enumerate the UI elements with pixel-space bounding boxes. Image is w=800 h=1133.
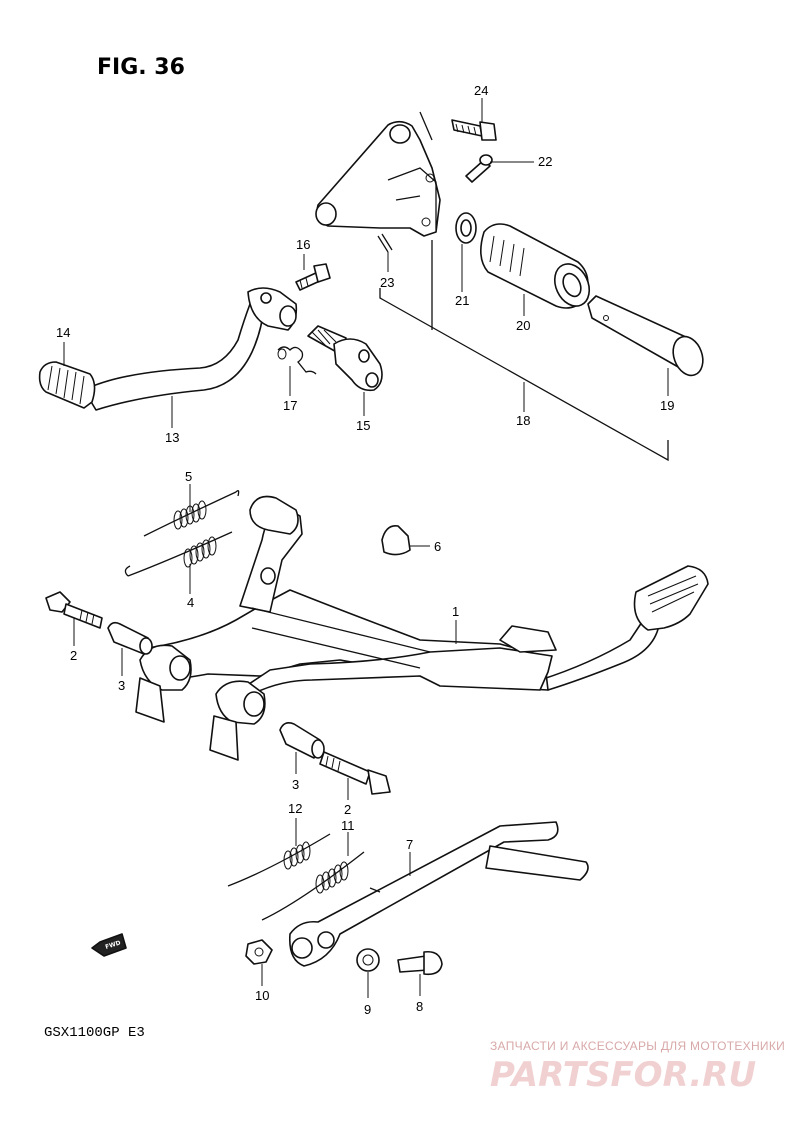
bolt-2-left [45, 591, 103, 629]
fwd-label: FWD [104, 939, 121, 951]
shift-linkage-15 [307, 325, 383, 392]
callout-7: 7 [406, 837, 413, 852]
callout-15: 15 [356, 418, 370, 433]
shift-rubber-14 [38, 361, 96, 409]
figure-title: FIG. 36 [97, 55, 185, 80]
spring-17 [277, 346, 317, 375]
callout-3-left: 3 [118, 678, 125, 693]
callout-2-right: 2 [344, 802, 351, 817]
watermark-brand: PARTSFOR.RU [490, 1055, 756, 1095]
center-stand-1 [135, 495, 709, 761]
collar-3-left [107, 621, 153, 655]
side-stand-7 [288, 821, 589, 967]
footrest-rubber-20 [480, 223, 591, 309]
bolt-2-right [319, 751, 391, 795]
spring-12 [227, 833, 331, 887]
callout-19: 19 [660, 398, 674, 413]
group-line-18 [379, 288, 669, 462]
spring-5 [143, 490, 240, 537]
nut-10 [245, 939, 273, 965]
callout-3-right: 3 [292, 777, 299, 792]
callout-6: 6 [434, 539, 441, 554]
spring-4 [124, 531, 233, 577]
callouts: 24 22 23 21 20 19 18 16 17 15 14 13 5 4 … [56, 83, 674, 1017]
spring-11 [261, 851, 365, 921]
callout-17: 17 [283, 398, 297, 413]
gear-shift-lever-13 [83, 287, 298, 411]
callout-4: 4 [187, 595, 194, 610]
callout-13: 13 [165, 430, 179, 445]
callout-5: 5 [185, 469, 192, 484]
callout-14: 14 [56, 325, 70, 340]
callout-22: 22 [538, 154, 552, 169]
pin-22 [465, 154, 493, 183]
bolt-8 [397, 950, 443, 976]
callout-9: 9 [364, 1002, 371, 1017]
watermark-tagline: ЗАПЧАСТИ И АКСЕССУАРЫ ДЛЯ МОТОТЕХНИКИ [490, 1039, 785, 1053]
stopper-rubber-6 [381, 524, 411, 556]
callout-12: 12 [288, 801, 302, 816]
callout-21: 21 [455, 293, 469, 308]
bolt-24 [451, 119, 497, 141]
callout-18: 18 [516, 413, 530, 428]
footrest-bracket [315, 120, 441, 237]
callout-16: 16 [296, 237, 310, 252]
callout-2-left: 2 [70, 648, 77, 663]
cotter-pin-23 [377, 233, 393, 253]
bolt-16 [295, 263, 331, 291]
callout-24: 24 [474, 83, 488, 98]
callout-8: 8 [416, 999, 423, 1014]
collar-3-right [279, 722, 325, 759]
washer-9 [356, 948, 380, 972]
fwd-arrow-icon: FWD [91, 933, 127, 957]
footrest-pin-19 [587, 295, 704, 377]
callout-11: 11 [341, 818, 355, 833]
callout-23: 23 [380, 275, 394, 290]
callout-10: 10 [255, 988, 269, 1003]
callout-20: 20 [516, 318, 530, 333]
washer-21 [455, 212, 477, 244]
model-code: GSX1100GP E3 [44, 1025, 145, 1041]
callout-1: 1 [452, 604, 459, 619]
